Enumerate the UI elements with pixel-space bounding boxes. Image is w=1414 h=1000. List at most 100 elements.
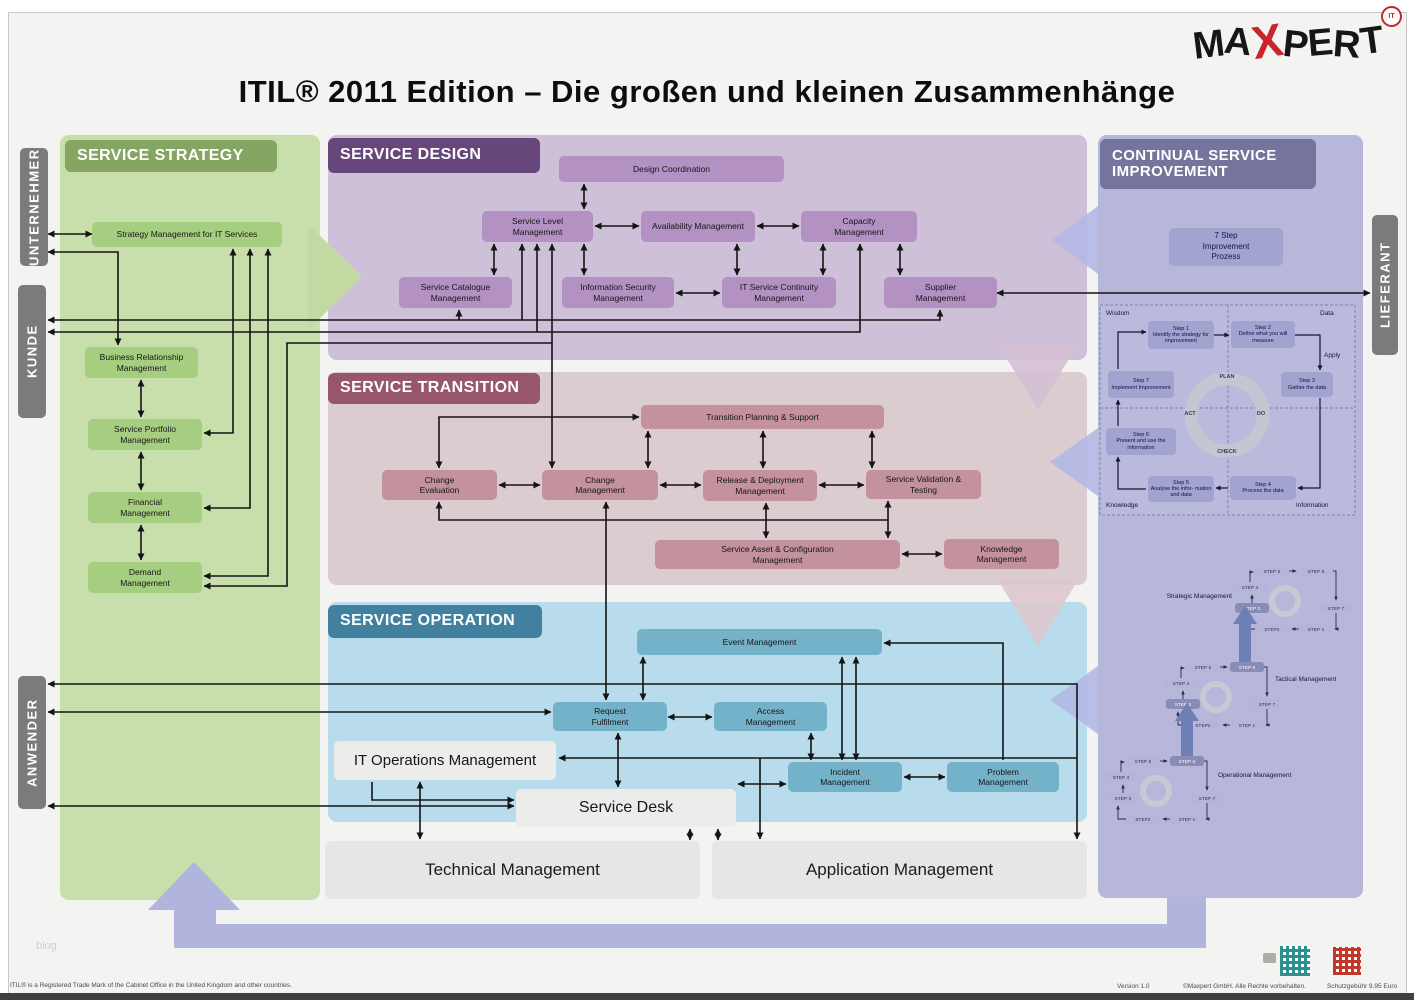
cascade-cycle-strategic: STEP 5 STEP 6 STEP 4 STEP 3 STEP 7 STEP2… [1215, 566, 1355, 636]
cascade-pill-step3: STEP 3 [1166, 699, 1200, 709]
box-transition-planning-support: Transition Planning & Support [641, 405, 884, 429]
box-access-management: Access Management [714, 702, 827, 731]
tab-anwender: ANWENDER [18, 676, 46, 809]
logo-letter: R [1331, 22, 1363, 67]
cascade-pill-step1: STEP 1 [1230, 720, 1264, 730]
csi-step-7-name: Step 7 [1133, 378, 1149, 385]
logo-letter: P [1280, 22, 1311, 68]
csi-step-2: Step 2 Define what you will measure [1231, 321, 1295, 348]
box-financial-management: Financial Management [88, 492, 202, 523]
tactical-management-label: Tactical Management [1275, 676, 1337, 683]
cascade-pill-step5: STEP 5 [1255, 566, 1289, 576]
csi-step-4: Step 4 Process the data [1230, 476, 1296, 500]
cascade-pill-step6: STEP 6 [1230, 662, 1264, 672]
csi-step-1-name: Step 1 [1173, 325, 1189, 332]
logo-letter: M [1190, 22, 1227, 68]
deming-do-label: DO [1256, 411, 1266, 417]
box-it-service-continuity-management: IT Service Continuity Management [722, 277, 836, 308]
cascade-pill-step3: STEP 3 [1106, 793, 1140, 803]
quadrant-knowledge-label: Knowledge [1106, 502, 1139, 509]
operational-management-label: Operational Management [1218, 772, 1292, 779]
csi-step-3-text: Gather the data [1287, 384, 1327, 391]
box-change-management: Change Management [542, 470, 658, 500]
trademark-notice: ITIL® is a Registered Trade Mark of the … [10, 982, 292, 989]
csi-step-7-text: Implement Improvement [1111, 384, 1171, 391]
box-design-coordination: Design Coordination [559, 156, 784, 182]
copyright-label: ©Maxpert GmbH. Alle Rechte vorbehalten. [1183, 983, 1306, 990]
csi-step-5-text: Analyse the infor- mation and data [1150, 485, 1212, 499]
csi-step-6-text: Present and use the information [1116, 438, 1166, 451]
cascade-pill-step5: STEP 5 [1186, 662, 1220, 672]
box-supplier-management: Supplier Management [884, 277, 997, 308]
qr-code-red [1333, 947, 1361, 975]
header-service-design: SERVICE DESIGN [328, 138, 540, 173]
box-knowledge-management: Knowledge Management [944, 539, 1059, 569]
bottom-bar [0, 993, 1414, 1000]
cycle-graphic [1116, 759, 1210, 821]
box-application-management: Application Management [712, 841, 1087, 899]
cascade-pill-step3: STEP 3 [1235, 603, 1269, 613]
logo-letter-x: X [1247, 12, 1287, 69]
csi-step-2-name: Step 2 [1255, 325, 1271, 332]
header-csi: CONTINUAL SERVICE IMPROVEMENT [1100, 139, 1316, 189]
box-service-portfolio-management: Service Portfolio Management [88, 419, 202, 450]
box-service-desk: Service Desk [516, 789, 736, 827]
cascade-pill-step7: STEP 7 [1319, 603, 1353, 613]
logo-it-badge: IT [1381, 6, 1402, 27]
box-strategy-management: Strategy Management for IT Services [92, 222, 282, 247]
logo-letter: T [1357, 18, 1387, 64]
cascade-pill-step2: STEP2 [1255, 624, 1289, 634]
strategic-management-label: Strategic Management [1166, 593, 1232, 600]
csi-step-6: Step 6 Present and use the information [1106, 428, 1176, 455]
box-change-evaluation: Change Evaluation [382, 470, 497, 500]
maxpert-logo: M A X P E R T IT [1150, 4, 1402, 69]
quadrant-apply-label: Apply [1324, 352, 1341, 359]
csi-step-5-name: Step 5 [1173, 479, 1189, 486]
box-demand-management: Demand Management [88, 562, 202, 593]
page-title: ITIL® 2011 Edition – Die großen und klei… [238, 74, 1176, 109]
box-release-deployment-management: Release & Deployment Management [703, 470, 817, 501]
csi-step-1: Step 1 Identify the strategy for improve… [1148, 321, 1214, 349]
scan-icon [1263, 953, 1276, 963]
application-management-label: Application Management [805, 860, 994, 879]
csi-step-4-name: Step 4 [1255, 481, 1271, 488]
tab-lieferant: LIEFERANT [1372, 215, 1398, 355]
box-7-step-improvement: 7 Step Improvement Prozess [1169, 228, 1283, 266]
box-information-security-management: Information Security Management [562, 277, 674, 308]
csi-step-7: Step 7 Implement Improvement [1108, 371, 1174, 398]
cascade-pill-step4: STEP 4 [1233, 582, 1267, 592]
box-capacity-management: Capacity Management [801, 211, 917, 242]
quadrant-data-label: Data [1320, 310, 1334, 317]
box-service-asset-configuration-management: Service Asset & Configuration Management [655, 540, 900, 569]
cascade-pill-step1: STEP 1 [1299, 624, 1333, 634]
cascade-pill-step1: STEP 1 [1170, 814, 1204, 824]
csi-step-3-name: Step 3 [1299, 378, 1315, 385]
quadrant-wisdom-label: Wisdom [1106, 310, 1130, 317]
cascade-cycle-operational: STEP 5 STEP 6 STEP 4 STEP 3 STEP 7 STEP2… [1086, 756, 1226, 826]
box-service-validation-testing: Service Validation & Testing [866, 470, 981, 499]
cascade-pill-step7: STEP 7 [1250, 699, 1284, 709]
header-service-transition: SERVICE TRANSITION [328, 373, 540, 404]
deming-act-label: ACT [1184, 411, 1196, 417]
csi-step-3: Step 3 Gather the data [1281, 372, 1333, 397]
tab-kunde: KUNDE [18, 285, 46, 418]
box-it-operations-management: IT Operations Management [334, 741, 556, 780]
tab-unternehmer: UNTERNEHMER [20, 148, 48, 266]
quadrant-information-label: Information [1296, 502, 1329, 509]
csi-step-1-text: Identify the strategy for improvement [1153, 331, 1209, 345]
cascade-pill-step2: STEP2 [1126, 814, 1160, 824]
logo-letter: E [1306, 20, 1335, 65]
csi-step-2-text: Define what you will measure [1238, 331, 1288, 344]
box-request-fulfilment: Request Fulfilment [553, 702, 667, 731]
version-label: Version 1.0 [1117, 983, 1150, 990]
csi-step-6-name: Step 6 [1133, 432, 1149, 439]
cycle-graphic [1245, 569, 1339, 631]
header-service-operation: SERVICE OPERATION [328, 605, 542, 638]
cascade-pill-step4: STEP 4 [1104, 772, 1138, 782]
header-service-strategy: SERVICE STRATEGY [65, 140, 277, 172]
box-service-catalogue-management: Service Catalogue Management [399, 277, 512, 308]
box-problem-management: Problem Management [947, 762, 1059, 792]
cascade-cycle-tactical: STEP 5 STEP 6 STEP 4 STEP 3 STEP 7 STEP2… [1146, 662, 1286, 732]
cascade-pill-step2: STEP2 [1186, 720, 1220, 730]
box-business-relationship-management: Business Relationship Management [85, 347, 198, 378]
